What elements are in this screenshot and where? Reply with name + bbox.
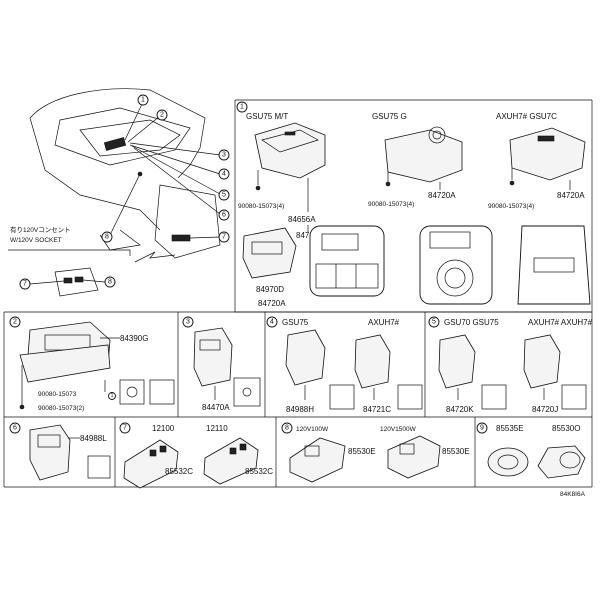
overview-callout-1: 1 bbox=[141, 97, 145, 104]
panel-2-number: 2 bbox=[13, 319, 17, 326]
panel-3-number: 3 bbox=[186, 319, 190, 326]
panel-2: 2 84390G 90080-15073 90080-15073(2) 1 bbox=[9, 316, 175, 412]
part-85532C-2: 85532C bbox=[245, 467, 273, 476]
part-85530E-2: 85530E bbox=[442, 447, 470, 456]
overview-callouts: 1 2 3 4 5 6 7 8 bbox=[101, 94, 230, 243]
panel-1-bolt-a: 90080-15073(4) bbox=[238, 203, 284, 210]
socket-detail: 有り120Vコンセント W/120V SOCKET 7 8 bbox=[8, 225, 131, 297]
part-85530O: 85530O bbox=[552, 424, 580, 433]
overview-callout-8: 8 bbox=[105, 234, 109, 241]
panel-7-variant-2-title: 12110 bbox=[206, 424, 228, 433]
overview-callout-4: 4 bbox=[222, 171, 226, 178]
socket-callout-7: 7 bbox=[23, 281, 27, 288]
panel-7: 7 12100 12110 85532C 85532C bbox=[119, 422, 273, 489]
panel-7-variant-1-title: 12100 bbox=[152, 424, 175, 433]
console-overview bbox=[29, 88, 221, 263]
panel-5-variant-2-title: AXUH7# AXUH7# bbox=[528, 318, 593, 327]
panel-1-bolt-b: 90080-15073(4) bbox=[368, 201, 414, 208]
panel-8: 8 120V100W 120V1500W 85530E 85530E bbox=[281, 422, 470, 483]
panel-1: 1 GSU75 M/T GSU75 G AXUH7# GSU7C 90080-1… bbox=[236, 101, 591, 308]
panel-4-variant-2-title: AXUH7# bbox=[368, 318, 400, 327]
panel-1-variant-1-title: GSU75 M/T bbox=[246, 112, 288, 121]
overview-callout-3: 3 bbox=[222, 152, 226, 159]
panel-7-number: 7 bbox=[123, 425, 127, 432]
panel-6-number: 6 bbox=[13, 425, 17, 432]
panel-4-number: 4 bbox=[270, 319, 274, 326]
panel-2-bolt-num: 1 bbox=[111, 393, 114, 399]
part-84988H: 84988H bbox=[286, 405, 314, 414]
panel-borders bbox=[3, 99, 593, 488]
part-84721C: 84721C bbox=[363, 405, 391, 414]
part-84656A: 84656A bbox=[288, 215, 316, 224]
panel-4-variant-1-title: GSU75 bbox=[282, 318, 309, 327]
overview-callout-7: 7 bbox=[222, 234, 226, 241]
part-84988L: 84988L bbox=[80, 434, 107, 443]
panel-1-variant-2-title: GSU75 G bbox=[372, 112, 407, 121]
panel-8-variant-2-title: 120V1500W bbox=[380, 426, 417, 433]
socket-callout-8: 8 bbox=[108, 279, 112, 286]
socket-note-line1: 有り120Vコンセント bbox=[10, 225, 71, 234]
part-85530E-1: 85530E bbox=[348, 447, 376, 456]
part-84720J: 84720J bbox=[532, 405, 558, 414]
part-84390G: 84390G bbox=[120, 334, 148, 343]
panel-2-bolt-single: 90080-15073 bbox=[38, 391, 77, 398]
overview-callout-5: 5 bbox=[222, 192, 226, 199]
overview-callout-2: 2 bbox=[160, 112, 164, 119]
panel-8-number: 8 bbox=[285, 425, 289, 432]
panel-9-number: 9 bbox=[480, 425, 484, 432]
panel-8-variant-1-title: 120V100W bbox=[296, 426, 329, 433]
part-84970D: 84970D bbox=[256, 285, 284, 294]
panel-5: 5 GSU70 GSU75 AXUH7# AXUH7# 84720K 84720… bbox=[428, 316, 593, 414]
part-84720A-3: 84720A bbox=[557, 191, 585, 200]
footer-code: 84K8I6A bbox=[560, 491, 586, 498]
panel-3: 3 84470A bbox=[182, 316, 261, 412]
part-85532C-1: 85532C bbox=[165, 467, 193, 476]
panel-4: 4 GSU75 AXUH7# 84988H 84721C bbox=[266, 316, 423, 414]
socket-note-line2: W/120V SOCKET bbox=[10, 237, 62, 244]
part-84470A: 84470A bbox=[202, 403, 230, 412]
panel-1-variant-3-title: AXUH7# GSU7C bbox=[496, 112, 557, 121]
part-85535E: 85535E bbox=[496, 424, 524, 433]
part-84720A-4: 84720A bbox=[258, 299, 286, 308]
panel-1-number: 1 bbox=[240, 104, 244, 111]
panel-5-variant-1-title: GSU70 GSU75 bbox=[444, 318, 499, 327]
panel-2-bolt: 90080-15073(2) bbox=[38, 405, 84, 412]
part-84720A-2: 84720A bbox=[428, 191, 456, 200]
panel-9: 9 85535E 85530O bbox=[476, 422, 586, 479]
panel-6: 6 84988L bbox=[9, 422, 111, 481]
overview-callout-6: 6 bbox=[222, 212, 226, 219]
panel-5-number: 5 bbox=[432, 319, 436, 326]
part-84720K: 84720K bbox=[446, 405, 474, 414]
panel-1-bolt-c: 90080-15073(4) bbox=[488, 203, 534, 210]
